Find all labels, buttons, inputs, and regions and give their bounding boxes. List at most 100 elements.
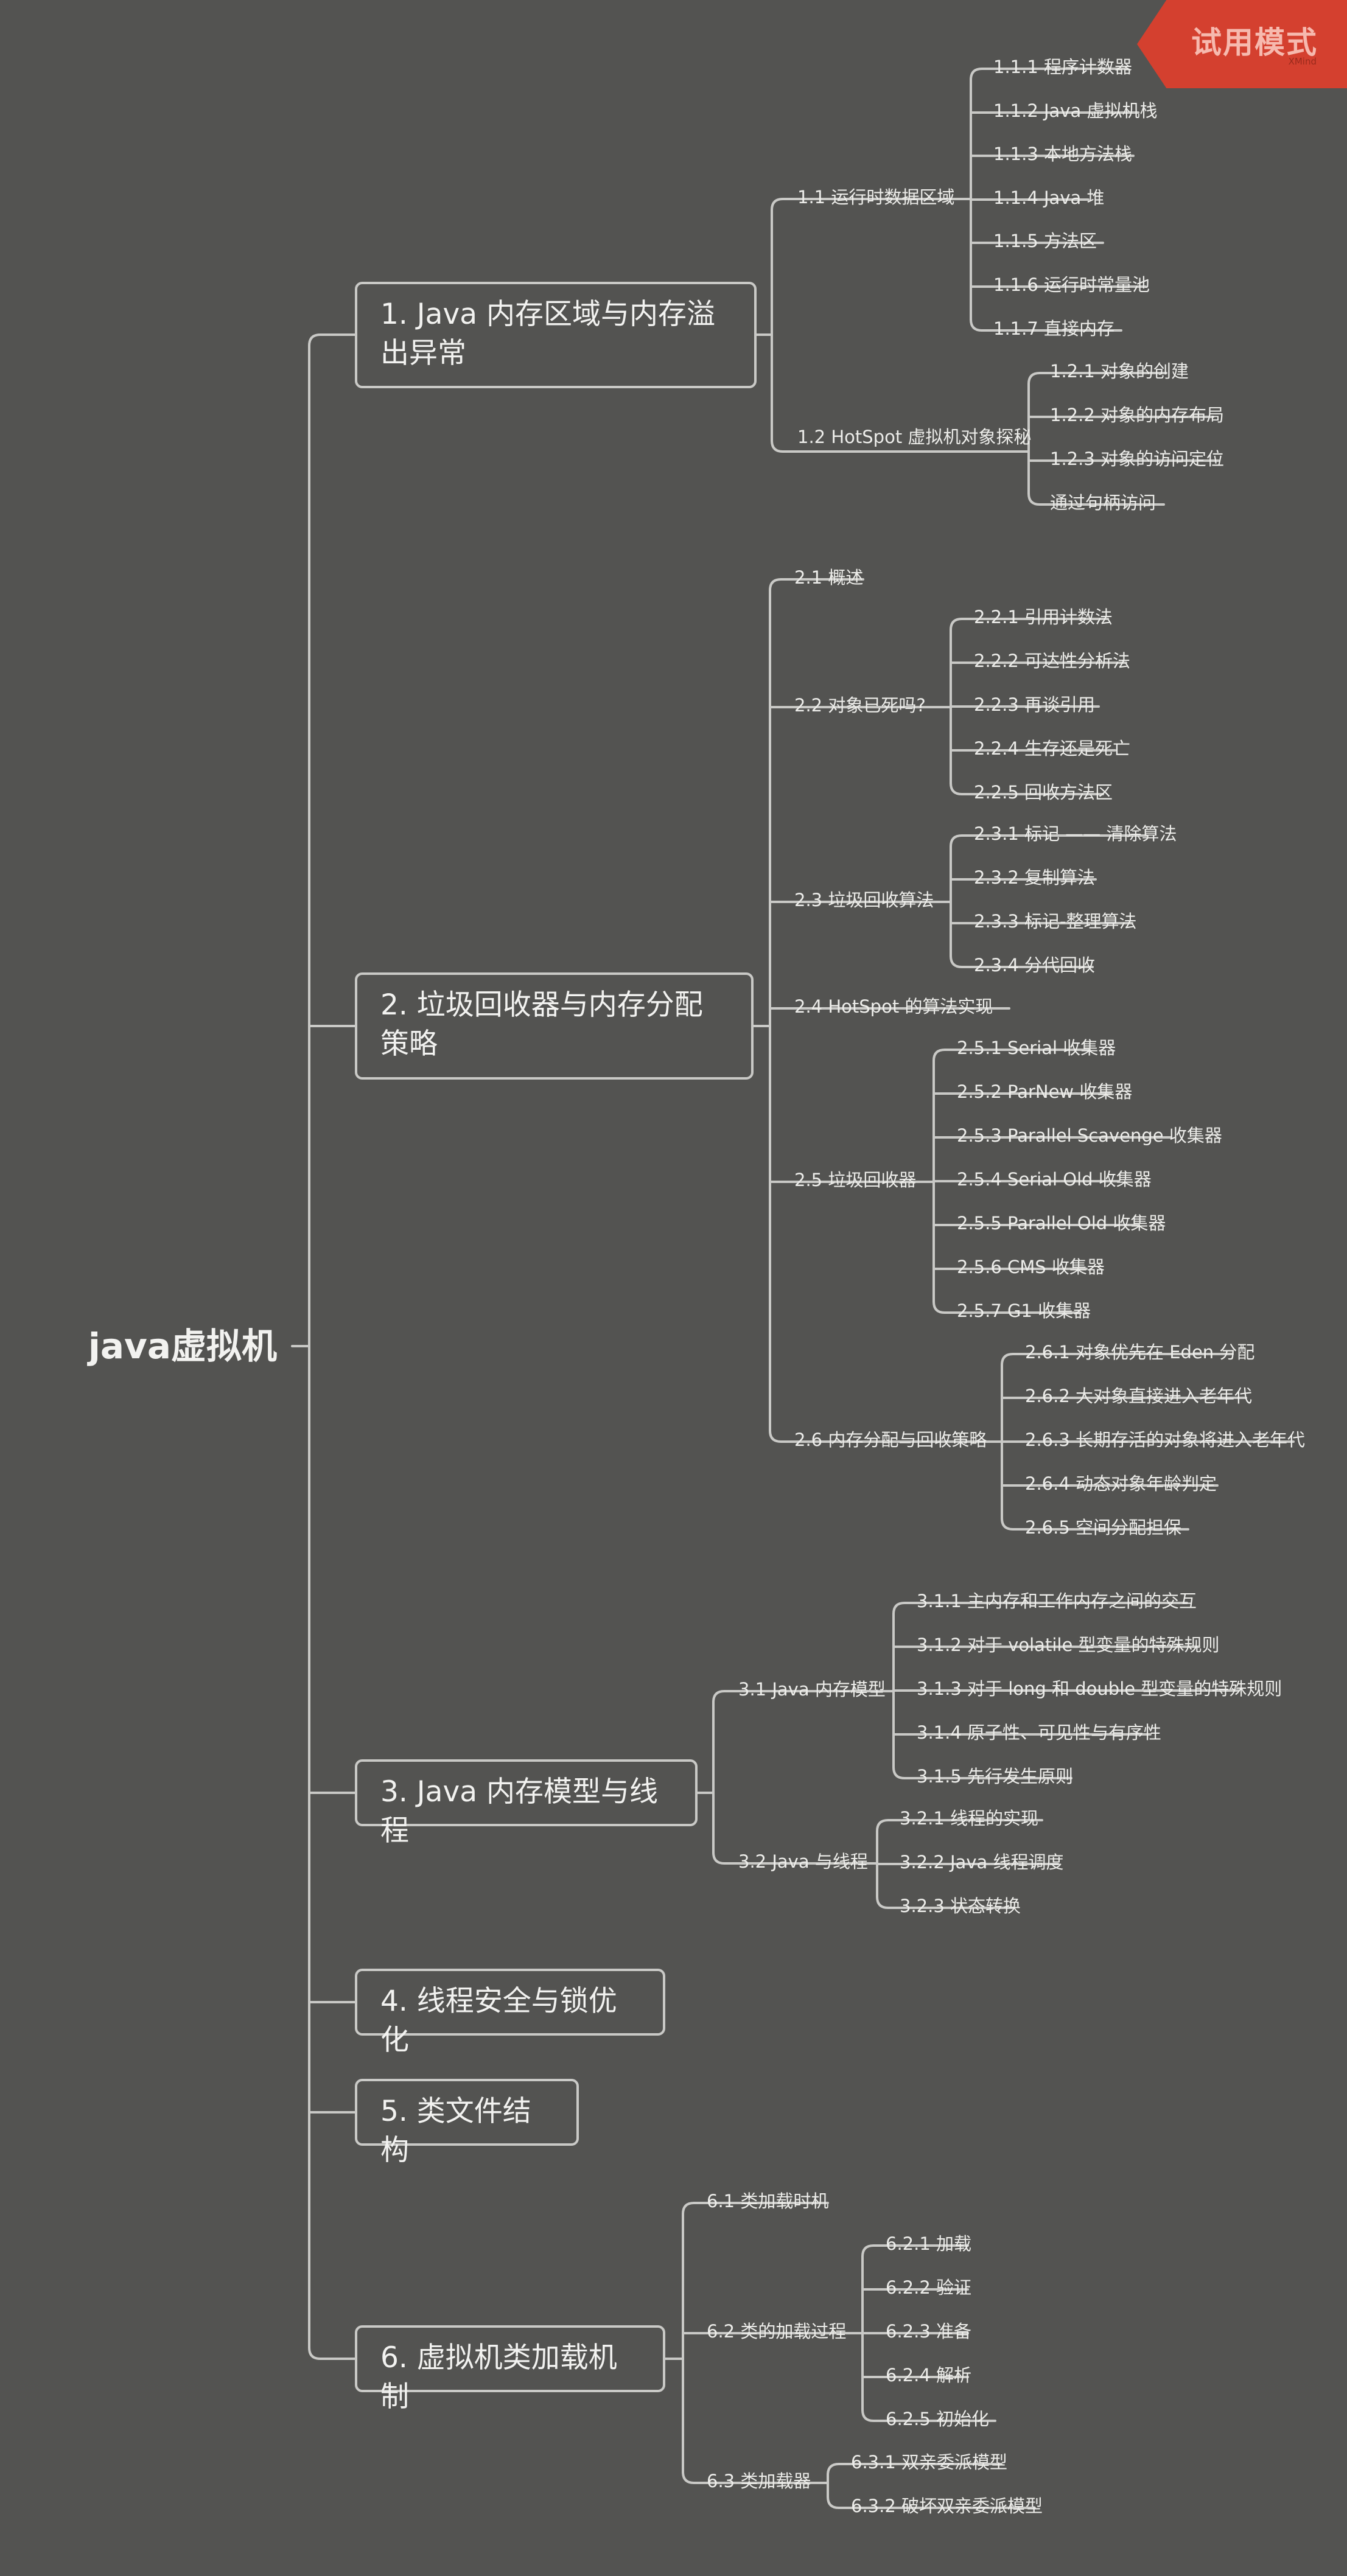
root-topic[interactable]: java虚拟机 xyxy=(88,1325,277,1367)
trial-mode-brand: XMind xyxy=(1288,56,1317,67)
leaf-6-2-3[interactable]: 6.2.3 准备 xyxy=(886,2321,972,2342)
leaf-1-2-2[interactable]: 1.2.2 对象的内存布局 xyxy=(1050,405,1225,425)
leaf-2-2-2[interactable]: 2.2.2 可达性分析法 xyxy=(974,651,1131,671)
leaf-3-2-3[interactable]: 3.2.3 状态转换 xyxy=(900,1896,1021,1916)
root-branch-5 xyxy=(308,2347,356,2360)
t32-branch-2 xyxy=(876,1896,1015,1909)
leaf-2-3-2[interactable]: 2.3.2 复制算法 xyxy=(974,867,1096,888)
t1-branch-0 xyxy=(771,198,963,211)
t31-branch-0 xyxy=(892,1602,1188,1615)
t32-branch-0 xyxy=(876,1819,1043,1832)
topic-4-thread-safety[interactable]: 4. 线程安全与锁优化 xyxy=(355,1969,665,2057)
leaf-3-1-5[interactable]: 3.1.5 先行发生原则 xyxy=(917,1766,1074,1787)
leaf-2-5-5[interactable]: 2.5.5 Parallel Old 收集器 xyxy=(957,1213,1166,1234)
subtopic-2-5[interactable]: 2.5 垃圾回收器 xyxy=(794,1170,917,1190)
root-branch-0 xyxy=(308,333,356,347)
topic-2-garbage-collection[interactable]: 2. 垃圾回收器与内存分配策略 xyxy=(355,972,754,1080)
leaf-3-1-3[interactable]: 3.1.3 对于 long 和 double 型变量的特殊规则 xyxy=(917,1678,1282,1699)
leaf-2-5-2[interactable]: 2.5.2 ParNew 收集器 xyxy=(957,1081,1133,1102)
subtopic-3-2[interactable]: 3.2 Java 与线程 xyxy=(738,1851,868,1872)
t22-branch-4 xyxy=(950,782,1104,795)
leaf-2-3-1[interactable]: 2.3.1 标记 —— 清除算法 xyxy=(974,823,1177,844)
subtopic-6-1[interactable]: 6.1 类加载时机 xyxy=(707,2191,829,2211)
leaf-6-2-4[interactable]: 6.2.4 解析 xyxy=(886,2365,972,2386)
leaf-2-6-4[interactable]: 2.6.4 动态对象年龄判定 xyxy=(1025,1473,1217,1494)
leaf-6-2-1[interactable]: 6.2.1 加载 xyxy=(886,2233,972,2254)
t63-branch-0 xyxy=(827,2463,1002,2476)
leaf-1-1-4[interactable]: 1.1.4 Java 堆 xyxy=(993,187,1105,208)
t26-branch-4 xyxy=(1001,1517,1189,1531)
leaf-2-6-3[interactable]: 2.6.3 长期存活的对象将进入老年代 xyxy=(1025,1429,1306,1450)
leaf-1-1-1[interactable]: 1.1.1 程序计数器 xyxy=(993,57,1133,77)
leaf-6-2-5[interactable]: 6.2.5 初始化 xyxy=(886,2409,990,2429)
leaf-3-1-2[interactable]: 3.1.2 对于 volatile 型变量的特殊规则 xyxy=(917,1635,1220,1655)
leaf-3-1-1[interactable]: 3.1.1 主内存和工作内存之间的交互 xyxy=(917,1591,1197,1611)
topic-3-memory-model-threads[interactable]: 3. Java 内存模型与线程 xyxy=(355,1759,698,1848)
leaf-2-6-2[interactable]: 2.6.2 大对象直接进入老年代 xyxy=(1025,1386,1253,1406)
subtopic-2-3[interactable]: 2.3 垃圾回收算法 xyxy=(794,890,934,910)
subtopic-2-6[interactable]: 2.6 内存分配与回收策略 xyxy=(794,1429,987,1450)
subtopic-2-4[interactable]: 2.4 HotSpot 的算法实现 xyxy=(794,996,993,1017)
t6-branch-0 xyxy=(682,2202,829,2215)
topic-1-memory-regions[interactable]: 1. Java 内存区域与内存溢出异常 xyxy=(355,282,757,388)
t22-branch-0 xyxy=(950,618,1109,631)
leaf-6-2-2[interactable]: 6.2.2 验证 xyxy=(886,2277,972,2298)
t11-branch-0 xyxy=(970,68,1128,81)
t23-branch-3 xyxy=(950,955,1094,968)
t62-branch-0 xyxy=(861,2244,969,2258)
leaf-3-1-4[interactable]: 3.1.4 原子性、可见性与有序性 xyxy=(917,1722,1162,1743)
subtopic-2-2[interactable]: 2.2 对象已死吗? xyxy=(794,695,926,716)
subtopic-6-3[interactable]: 6.3 类加载器 xyxy=(707,2471,811,2491)
t12-branch-0 xyxy=(1027,372,1167,385)
topic-6-class-loading[interactable]: 6. 虚拟机类加载机制 xyxy=(355,2325,665,2414)
leaf-1-1-2[interactable]: 1.1.2 Java 虚拟机栈 xyxy=(993,100,1158,121)
leaf-2-5-1[interactable]: 2.5.1 Serial 收集器 xyxy=(957,1038,1116,1058)
leaf-2-5-6[interactable]: 2.5.6 CMS 收集器 xyxy=(957,1257,1105,1277)
leaf-6-3-2[interactable]: 6.3.2 破坏双亲委派模型 xyxy=(851,2496,1043,2516)
leaf-1-1-3[interactable]: 1.1.3 本地方法栈 xyxy=(993,144,1133,164)
leaf-2-5-4[interactable]: 2.5.4 Serial Old 收集器 xyxy=(957,1169,1152,1190)
leaf-2-6-5[interactable]: 2.6.5 空间分配担保 xyxy=(1025,1517,1182,1538)
leaf-1-1-7[interactable]: 1.1.7 直接内存 xyxy=(993,318,1115,339)
leaf-2-5-7[interactable]: 2.5.7 G1 收集器 xyxy=(957,1300,1091,1321)
t1-branch-1 xyxy=(771,439,1002,453)
subtopic-3-1[interactable]: 3.1 Java 内存模型 xyxy=(738,1679,886,1700)
t3-branch-0 xyxy=(712,1690,878,1703)
leaf-2-5-3[interactable]: 2.5.3 Parallel Scavenge 收集器 xyxy=(957,1125,1222,1146)
leaf-2-2-1[interactable]: 2.2.1 引用计数法 xyxy=(974,607,1113,627)
leaf-2-2-3[interactable]: 2.2.3 再谈引用 xyxy=(974,694,1096,715)
leaf-2-2-4[interactable]: 2.2.4 生存还是死亡 xyxy=(974,738,1131,759)
leaf-2-2-5[interactable]: 2.2.5 回收方法区 xyxy=(974,782,1113,803)
trial-mode-badge[interactable]: 试用模式 XMind xyxy=(1137,0,1347,88)
t63-branch-1 xyxy=(827,2496,1036,2509)
leaf-1-2-3[interactable]: 1.2.3 对象的访问定位 xyxy=(1050,449,1225,469)
leaf-1-1-5[interactable]: 1.1.5 方法区 xyxy=(993,231,1097,251)
t23-branch-0 xyxy=(950,834,1147,848)
t31-branch-4 xyxy=(892,1766,1072,1779)
leaf-2-3-4[interactable]: 2.3.4 分代回收 xyxy=(974,955,1096,976)
leaf-2-3-3[interactable]: 2.3.3 标记-整理算法 xyxy=(974,911,1137,932)
subtopic-2-1[interactable]: 2.1 概述 xyxy=(794,567,864,588)
leaf-3-2-2[interactable]: 3.2.2 Java 线程调度 xyxy=(900,1852,1064,1873)
t3-branch-1 xyxy=(712,1851,875,1865)
t2-branch-0 xyxy=(769,578,864,592)
t6-branch-2 xyxy=(682,2471,826,2484)
topic-5-class-file[interactable]: 5. 类文件结构 xyxy=(355,2079,579,2167)
subtopic-6-2[interactable]: 6.2 类的加载过程 xyxy=(707,2321,847,2342)
leaf-1-1-6[interactable]: 1.1.6 运行时常量池 xyxy=(993,274,1150,295)
leaf-1-2-1[interactable]: 1.2.1 对象的创建 xyxy=(1050,361,1189,382)
t25-branch-0 xyxy=(932,1049,1091,1062)
t62-branch-4 xyxy=(861,2409,996,2422)
leaf-3-2-1[interactable]: 3.2.1 线程的实现 xyxy=(900,1808,1039,1829)
leaf-6-3-1[interactable]: 6.3.1 双亲委派模型 xyxy=(851,2452,1008,2473)
t11-branch-6 xyxy=(970,318,1122,332)
t2-branch-5 xyxy=(769,1429,1002,1443)
leaf-1-2-4[interactable]: 通过句柄访问 xyxy=(1050,492,1156,513)
leaf-2-6-1[interactable]: 2.6.1 对象优先在 Eden 分配 xyxy=(1025,1342,1255,1363)
t25-branch-6 xyxy=(932,1300,1082,1314)
trial-mode-label: 试用模式 xyxy=(1191,25,1318,60)
subtopic-1-1[interactable]: 1.1 运行时数据区域 xyxy=(797,187,955,208)
subtopic-1-2[interactable]: 1.2 HotSpot 虚拟机对象探秘 xyxy=(797,427,1032,447)
